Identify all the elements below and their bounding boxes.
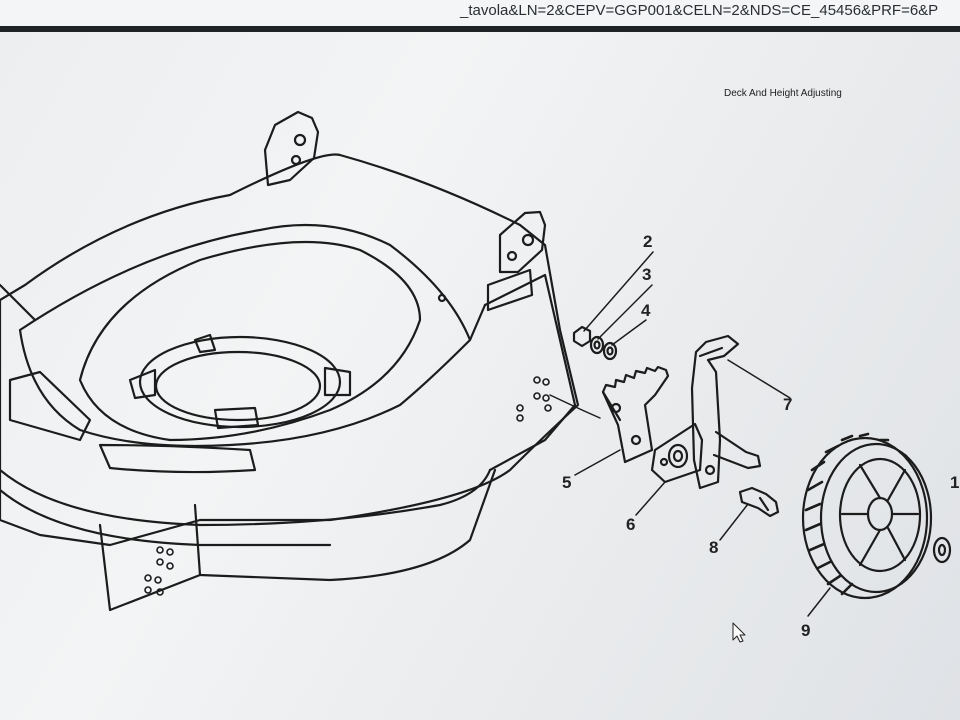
diagram-title: Deck And Height Adjusting: [724, 88, 842, 99]
callout-3: 3: [642, 265, 651, 284]
nut-and-washers: [572, 325, 618, 361]
url-text: _tavola&LN=2&CEPV=GGP001&CELN=2&NDS=CE_4…: [460, 2, 939, 19]
deck-adjust-holes: [144, 376, 552, 596]
leader-lines: [549, 251, 831, 617]
height-lever: [690, 334, 762, 490]
callout-4: 4: [641, 301, 651, 320]
bushing-plate: [650, 422, 704, 484]
mouse-cursor-icon: [732, 622, 746, 643]
callout-5: 5: [562, 473, 571, 492]
callout-1: 1: [950, 473, 959, 492]
callout-6: 6: [626, 515, 635, 534]
mower-deck: [0, 110, 580, 612]
axle-bolt: [738, 486, 780, 518]
height-adjust-plate: [601, 365, 670, 464]
callout-7: 7: [783, 395, 792, 414]
address-bar[interactable]: _tavola&LN=2&CEPV=GGP001&CELN=2&NDS=CE_4…: [0, 0, 960, 32]
wheel: [801, 432, 933, 600]
callout-8: 8: [709, 538, 718, 557]
callout-2: 2: [643, 232, 652, 251]
callout-9: 9: [801, 621, 810, 640]
wheel-washer: [932, 536, 952, 564]
